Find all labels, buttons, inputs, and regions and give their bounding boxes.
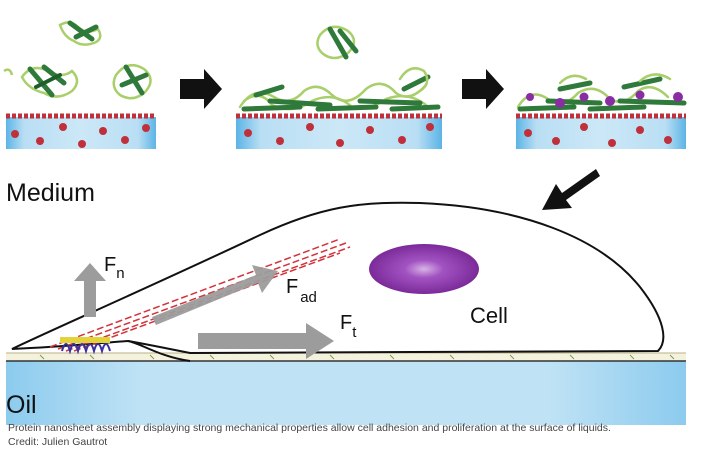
cell-label: Cell xyxy=(470,303,508,328)
fad-main: F xyxy=(286,276,298,298)
adsorbed-protein-layer xyxy=(238,67,441,112)
figure-caption: Protein nanosheet assembly displaying st… xyxy=(8,421,708,449)
protein-cluster xyxy=(20,64,79,98)
protein-cluster xyxy=(58,20,102,46)
focal-adhesion xyxy=(60,337,111,355)
right-arrow-icon xyxy=(462,69,504,109)
down-left-arrow-icon xyxy=(542,169,600,210)
fn-label: Fn xyxy=(104,254,125,282)
fn-subscript: n xyxy=(116,265,124,282)
step-2-panel xyxy=(236,25,442,149)
protein-cluster xyxy=(316,25,359,60)
crosslinked-nanosheet xyxy=(516,73,687,112)
ft-force-arrow xyxy=(198,323,334,359)
medium-label: Medium xyxy=(6,179,95,207)
nanosheet-interface xyxy=(6,352,686,362)
oil-label: Oil xyxy=(6,391,37,419)
ft-label: Ft xyxy=(340,312,357,341)
fn-force-arrow xyxy=(74,263,106,317)
crosslinker-molecules xyxy=(526,90,683,108)
cell-nucleus xyxy=(369,244,479,294)
fad-subscript: ad xyxy=(300,289,317,306)
ft-main: F xyxy=(340,312,352,334)
caption-credit: Credit: Julien Gautrot xyxy=(8,436,108,448)
step-1-panel xyxy=(3,20,156,149)
caption-text: Protein nanosheet assembly displaying st… xyxy=(8,422,611,434)
step-3-panel xyxy=(516,73,687,149)
oil-phase xyxy=(6,361,686,425)
fad-force-arrow xyxy=(152,265,278,325)
right-arrow-icon xyxy=(180,69,222,109)
ft-subscript: t xyxy=(352,324,357,341)
protein-cluster xyxy=(112,63,152,100)
fn-main: F xyxy=(104,254,116,276)
